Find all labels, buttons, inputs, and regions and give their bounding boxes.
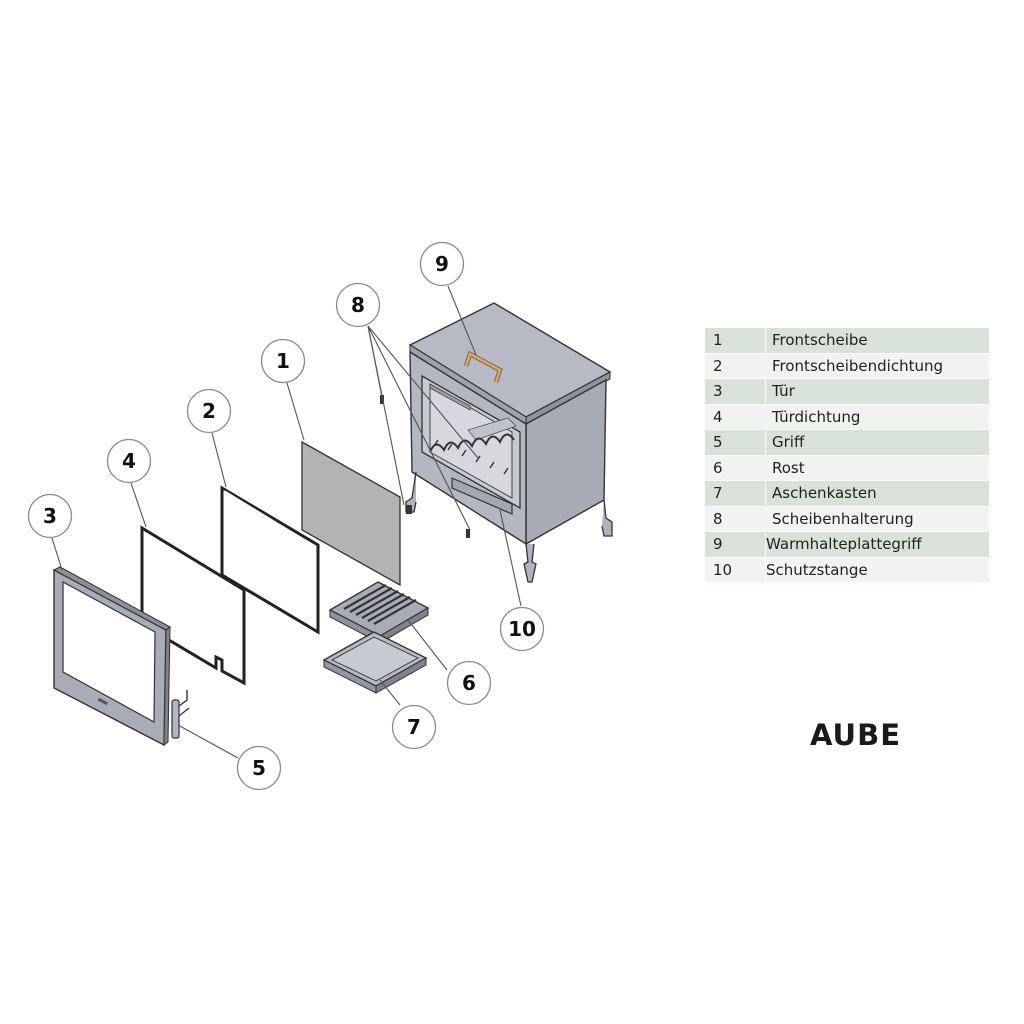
callout-6: 6 (446, 660, 492, 706)
legend-row-part-name: Türdichtung (765, 404, 989, 430)
legend-row-part-name: Rost (765, 455, 989, 481)
legend-row-part-name: Griff (765, 429, 989, 456)
legend-row-number: 10 (705, 557, 766, 583)
stove-body (405, 302, 613, 583)
leader-lines (51, 285, 522, 759)
front-glass (301, 440, 401, 587)
callout-7-label: 7 (407, 715, 421, 739)
glass-clips (380, 395, 470, 538)
door-handle (171, 690, 190, 739)
legend-row-part-name: Frontscheibendichtung (765, 353, 989, 379)
legend-row-part-name: Aschenkasten (765, 480, 989, 507)
callout-10: 10 (499, 606, 545, 652)
door-frame (52, 566, 171, 747)
callout-8-label: 8 (351, 293, 365, 317)
callout-3: 3 (27, 493, 73, 539)
legend-row-number: 7 (705, 480, 766, 507)
callout-3-label: 3 (43, 504, 57, 528)
grate (328, 581, 430, 644)
legend-row-number: 5 (705, 429, 766, 456)
callout-7: 7 (391, 704, 437, 750)
model-name: AUBE (810, 718, 902, 752)
legend-row-number: 4 (705, 404, 766, 430)
callout-2-label: 2 (202, 399, 216, 423)
legend-row-part-name: Tür (765, 378, 989, 405)
legend-row-part-name: Warmhalteplattegriff (765, 531, 989, 558)
callout-9-label: 9 (435, 252, 449, 276)
legend-row-number: 6 (705, 455, 766, 481)
legend-row-part-name: Scheibenhalterung (765, 506, 989, 532)
callout-4: 4 (106, 438, 152, 484)
callout-9: 9 (419, 241, 465, 287)
legend-row-part-name: Schutzstange (765, 557, 989, 583)
callout-6-label: 6 (462, 671, 476, 695)
legend-row-part-name: Frontscheibe (765, 328, 989, 354)
callout-2: 2 (186, 388, 232, 434)
legend-row-number: 9 (705, 531, 766, 558)
callout-1: 1 (260, 338, 306, 384)
glass-gasket (220, 485, 320, 635)
callout-5-label: 5 (252, 756, 266, 780)
legend-row-number: 2 (705, 353, 766, 379)
callout-1-label: 1 (276, 349, 290, 373)
callout-10-label: 10 (508, 617, 536, 641)
legend-row-number: 1 (705, 328, 766, 354)
callout-8: 8 (335, 282, 381, 328)
callout-5: 5 (236, 745, 282, 791)
legend-row-number: 3 (705, 378, 766, 405)
legend-row-number: 8 (705, 506, 766, 532)
ash-pan (322, 631, 428, 694)
callout-4-label: 4 (122, 449, 136, 473)
